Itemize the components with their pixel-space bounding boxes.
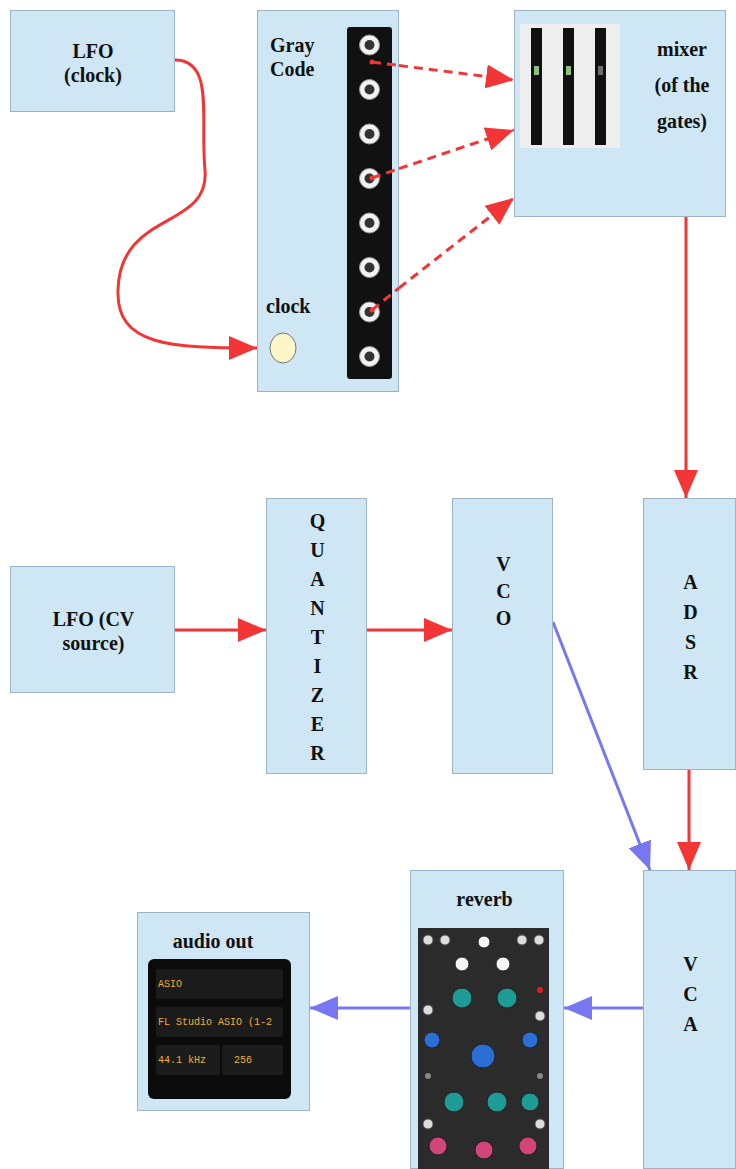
mixer-faders xyxy=(520,24,620,148)
lfo-box: LFO (CV source) xyxy=(10,566,175,693)
cv-cable xyxy=(399,198,514,288)
module-label: audio out xyxy=(148,929,278,953)
vco-box: VCO xyxy=(452,498,553,774)
port-label: clock xyxy=(266,294,336,318)
cv-cable xyxy=(367,629,452,632)
quantizer-box: QUANTIZER xyxy=(266,498,367,774)
module-label: LFO (clock) xyxy=(58,39,128,87)
module-label: mixer (of the gates) xyxy=(646,31,718,139)
screen-text: ASIO xyxy=(158,979,182,991)
patch-start xyxy=(370,60,400,313)
display-row xyxy=(222,1045,283,1075)
cv-cable xyxy=(399,130,514,169)
module-label: Gray Code xyxy=(270,33,340,81)
cv-cable xyxy=(688,770,691,870)
module-label: QUANTIZER xyxy=(308,507,328,768)
module-label: LFO (CV source) xyxy=(33,607,154,655)
cv-cable xyxy=(399,66,514,81)
gray-code-module: Gray Code clock xyxy=(257,10,399,392)
reverb-panel xyxy=(418,928,549,1169)
screen-text: FL Studio ASIO (1-2 xyxy=(158,1017,272,1029)
reverb-module: reverb xyxy=(410,870,564,1169)
module-label: VCO xyxy=(494,551,514,632)
adsr-box: ADSR xyxy=(643,498,736,770)
audio-cable xyxy=(553,622,650,870)
vca-box: VCA xyxy=(643,870,736,1169)
audio-cable xyxy=(310,1007,410,1010)
cv-cable xyxy=(685,217,688,498)
cv-cable xyxy=(175,629,266,632)
screen-text: 256 xyxy=(234,1055,252,1067)
mixer-box: mixer (of the gates) xyxy=(514,10,726,217)
jack-column xyxy=(347,27,392,379)
module-label: VCA xyxy=(681,949,701,1039)
clock-port xyxy=(270,333,296,363)
screen-text: 44.1 kHz xyxy=(158,1055,206,1067)
audio-out-module: audio outASIO FL Studio ASIO (1-2 44.1 kHz… xyxy=(137,912,310,1111)
lfo-box: LFO (clock) xyxy=(10,10,175,112)
module-label: ADSR xyxy=(681,567,701,687)
module-label: reverb xyxy=(411,887,558,911)
audio-cable xyxy=(564,1007,643,1010)
